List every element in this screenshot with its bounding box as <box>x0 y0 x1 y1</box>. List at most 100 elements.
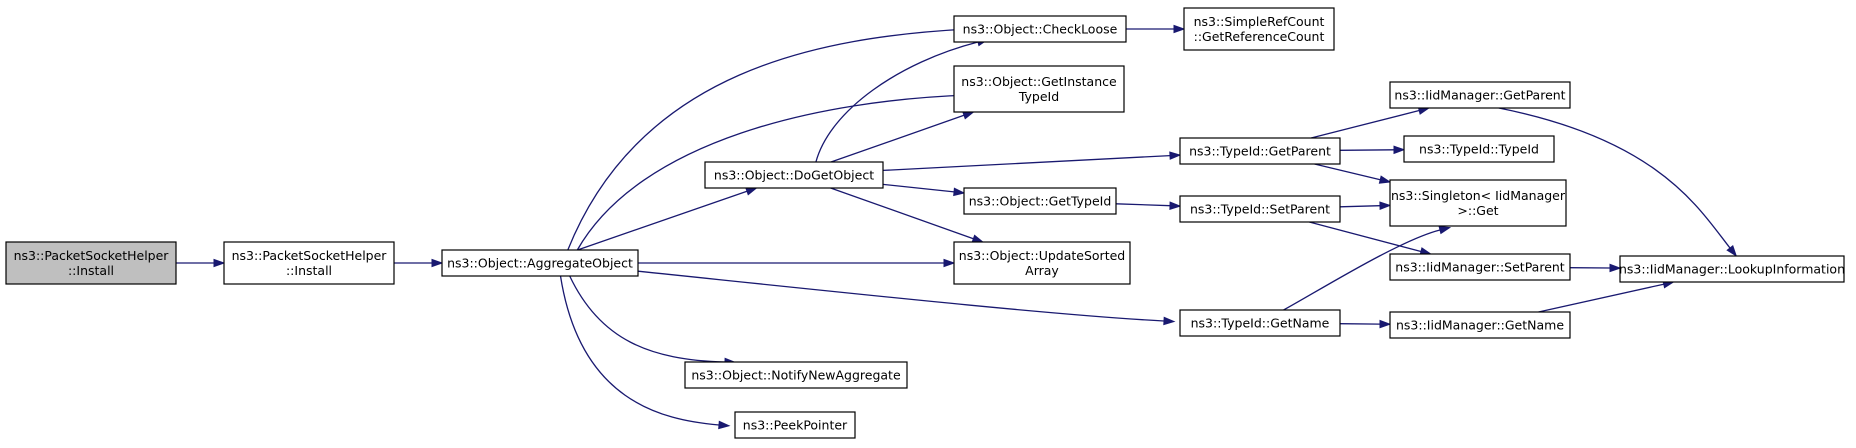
node-checkloose[interactable]: ns3::Object::CheckLoose <box>953 15 1127 43</box>
edge-aggregate-to-checkloose <box>567 24 980 251</box>
node-lookup[interactable]: ns3::IidManager::LookupInformation <box>1619 255 1845 283</box>
node-iid-setparent[interactable]: ns3::IidManager::SetParent <box>1389 253 1571 281</box>
node-root[interactable]: ns3::PacketSocketHelper::Install <box>5 241 177 285</box>
node-label: ns3::TypeId::TypeId <box>1419 142 1539 157</box>
node-box <box>953 15 1127 43</box>
node-label: ns3::TypeId::SetParent <box>1190 202 1330 217</box>
edge-iid-getname-to-lookup <box>1538 280 1675 313</box>
arrowhead-icon <box>1609 263 1622 273</box>
edge-line <box>1538 283 1664 313</box>
edge-typeid-getname-to-iid-getname <box>1339 319 1392 329</box>
edges-layer <box>176 24 1738 430</box>
edge-line <box>1115 203 1171 207</box>
node-label: >::Get <box>1457 203 1498 218</box>
node-label: ns3::Object::DoGetObject <box>714 168 874 183</box>
edge-line <box>576 94 971 251</box>
node-label: ns3::TypeId::GetName <box>1191 316 1330 331</box>
node-singleton[interactable]: ns3::Singleton< IidManager >::Get <box>1389 179 1567 227</box>
edge-typeid-setparent-to-iid-setparent <box>1309 221 1433 256</box>
edge-typeid-getparent-to-iid-getparent <box>1310 106 1431 139</box>
edge-line <box>1283 229 1441 311</box>
node-label: ns3::IidManager::LookupInformation <box>1619 262 1845 277</box>
edge-dogetobject-to-updatesorted <box>830 187 985 243</box>
node-notify[interactable]: ns3::Object::NotifyNewAggregate <box>684 361 908 389</box>
arrowhead-icon <box>745 187 758 196</box>
node-box <box>1183 7 1335 51</box>
node-box <box>953 241 1131 285</box>
arrowhead-icon <box>1379 201 1392 211</box>
edge-typeid-getname-to-singleton <box>1283 225 1452 311</box>
node-typeid-setparent[interactable]: ns3::TypeId::SetParent <box>1179 195 1341 223</box>
node-box <box>1619 255 1845 283</box>
edge-line <box>577 190 748 251</box>
arrowhead-icon <box>1163 316 1176 326</box>
edge-dogetobject-to-getinstance <box>830 111 975 163</box>
arrowhead-icon <box>1169 151 1182 160</box>
node-box <box>1179 137 1341 165</box>
nodes-layer: ns3::PacketSocketHelper::Installns3::Pac… <box>5 7 1845 439</box>
arrowhead-icon <box>943 258 956 268</box>
edge-line <box>637 270 1165 322</box>
node-label: ns3::IidManager::SetParent <box>1395 260 1565 275</box>
node-label: ns3::Object::AggregateObject <box>447 256 633 271</box>
node-label: ::GetReferenceCount <box>1194 29 1325 44</box>
arrowhead-icon <box>718 420 731 430</box>
edge-line <box>1339 205 1381 208</box>
node-label: ns3::Object::GetTypeId <box>969 194 1112 209</box>
edge-root-to-psh-install <box>176 258 226 268</box>
edge-line <box>830 187 974 240</box>
node-label: ns3::PacketSocketHelper <box>14 248 170 263</box>
arrowhead-icon <box>1726 244 1738 257</box>
node-box <box>684 361 908 389</box>
arrowhead-icon <box>431 258 444 268</box>
node-label: TypeId <box>1018 89 1059 104</box>
arrowhead-icon <box>1438 225 1452 235</box>
edge-line <box>882 183 955 193</box>
arrowhead-icon <box>1378 175 1392 184</box>
edge-line <box>1339 149 1395 151</box>
arrowhead-icon <box>953 187 966 197</box>
edge-iid-setparent-to-lookup <box>1569 263 1622 273</box>
node-box <box>1179 309 1341 337</box>
node-dogetobject[interactable]: ns3::Object::DoGetObject <box>704 161 884 189</box>
edge-aggregate-to-peek <box>559 275 731 430</box>
node-gettypeid[interactable]: ns3::Object::GetTypeId <box>963 187 1117 215</box>
edge-line <box>882 154 1171 172</box>
node-box <box>704 161 884 189</box>
node-box <box>963 187 1117 215</box>
edge-line <box>1314 163 1381 181</box>
node-label: ns3::IidManager::GetName <box>1396 318 1564 333</box>
node-typeid-getname[interactable]: ns3::TypeId::GetName <box>1179 309 1341 337</box>
edge-gettypeid-to-typeid-setparent <box>1115 201 1182 210</box>
node-peek[interactable]: ns3::PeekPointer <box>734 411 856 439</box>
edge-line <box>1498 107 1731 249</box>
node-label: ns3::PacketSocketHelper <box>232 248 388 263</box>
arrowhead-icon <box>971 234 985 243</box>
node-box <box>1389 311 1571 339</box>
edge-line <box>1309 221 1422 253</box>
edge-psh-install-to-aggregate <box>394 258 444 268</box>
node-label: ns3::SimpleRefCount <box>1194 14 1325 29</box>
node-typeid-typeid[interactable]: ns3::TypeId::TypeId <box>1403 135 1555 163</box>
node-aggregate[interactable]: ns3::Object::AggregateObject <box>441 249 639 277</box>
edge-aggregate-to-notify <box>569 275 737 367</box>
node-box <box>1179 195 1341 223</box>
node-typeid-getparent[interactable]: ns3::TypeId::GetParent <box>1179 137 1341 165</box>
node-label: ns3::Object::NotifyNewAggregate <box>691 368 901 383</box>
node-iid-getname[interactable]: ns3::IidManager::GetName <box>1389 311 1571 339</box>
node-box <box>1403 135 1555 163</box>
node-label: ::Install <box>68 263 114 278</box>
node-iid-getparent[interactable]: ns3::IidManager::GetParent <box>1389 81 1571 109</box>
node-refcount[interactable]: ns3::SimpleRefCount::GetReferenceCount <box>1183 7 1335 51</box>
arrowhead-icon <box>213 258 226 268</box>
node-label: ns3::IidManager::GetParent <box>1394 88 1565 103</box>
node-label: ns3::Object::CheckLoose <box>963 22 1118 37</box>
node-label: Array <box>1025 263 1059 278</box>
node-psh-install[interactable]: ns3::PacketSocketHelper::Install <box>223 241 395 285</box>
edge-line <box>1310 109 1420 139</box>
arrowhead-icon <box>1169 201 1182 210</box>
arrowhead-icon <box>962 111 975 120</box>
edge-dogetobject-to-typeid-getparent <box>882 151 1182 172</box>
